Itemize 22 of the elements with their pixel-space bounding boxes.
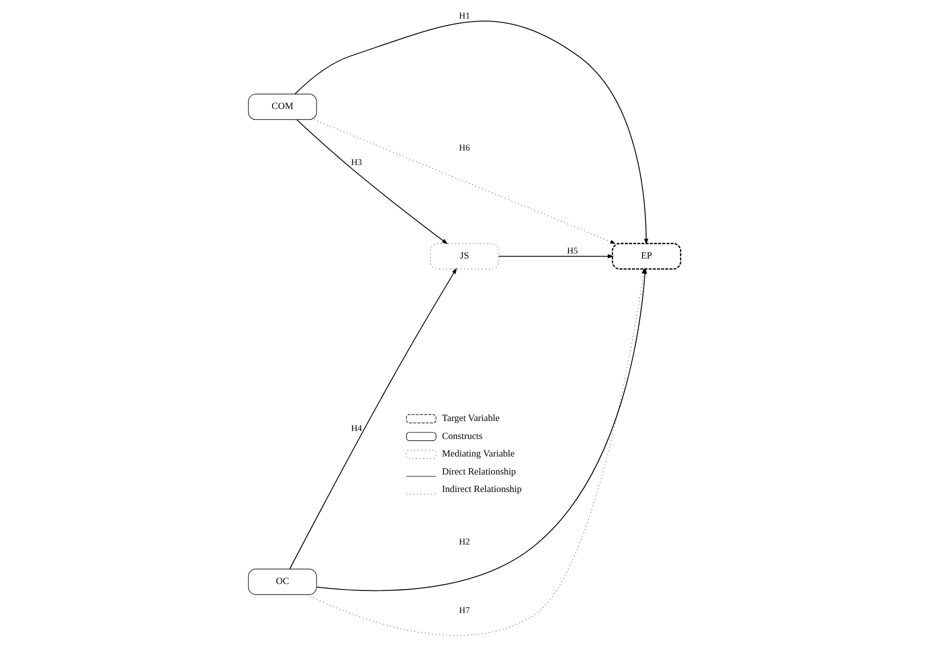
legend-label: Target Variable [441, 414, 500, 424]
node-box: JS [430, 242, 498, 269]
edge-label: H3 [350, 156, 362, 166]
node-box: EP [611, 242, 681, 270]
arrow [306, 268, 645, 636]
node-box: COM [248, 93, 316, 120]
edge-label: H7 [458, 604, 470, 615]
edge-label: H4 [350, 422, 362, 433]
legend-label: Direct Relationship [441, 466, 516, 477]
edge-label: H5 [566, 244, 578, 255]
legend-label: Constructs [441, 431, 482, 442]
arrow [498, 254, 614, 258]
arrow [288, 267, 456, 569]
legend-label: Mediating Variable [441, 449, 514, 460]
node-box: OC [248, 568, 316, 594]
arrow [294, 20, 648, 244]
arrow [296, 118, 448, 244]
legend-label: Indirect Relationship [441, 484, 522, 495]
edge-label: H2 [458, 536, 470, 546]
arrow [313, 118, 616, 244]
edge-label: H6 [458, 142, 470, 152]
edge-label: H1 [458, 10, 470, 20]
